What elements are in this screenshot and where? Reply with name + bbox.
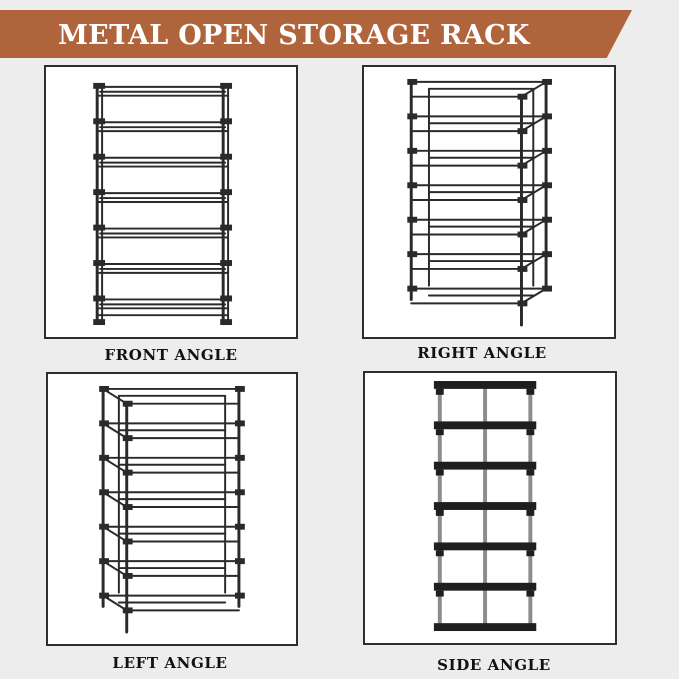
rack-left-image [99,385,245,634]
panel-right-angle [362,65,616,339]
caption-front-angle: FRONT ANGLE [104,346,238,364]
rack-side-image [433,381,537,632]
caption-side-angle: SIDE ANGLE [437,656,551,674]
page-title: METAL OPEN STORAGE RACK [58,20,530,51]
rack-front-image [93,82,233,326]
caption-right-angle: RIGHT ANGLE [417,344,547,362]
rack-right-image [407,78,552,327]
panel-front-angle [44,65,298,339]
title-banner: METAL OPEN STORAGE RACK [0,10,632,58]
caption-left-angle: LEFT ANGLE [112,654,228,672]
panel-side-angle [363,371,617,645]
panel-left-angle [46,372,298,646]
